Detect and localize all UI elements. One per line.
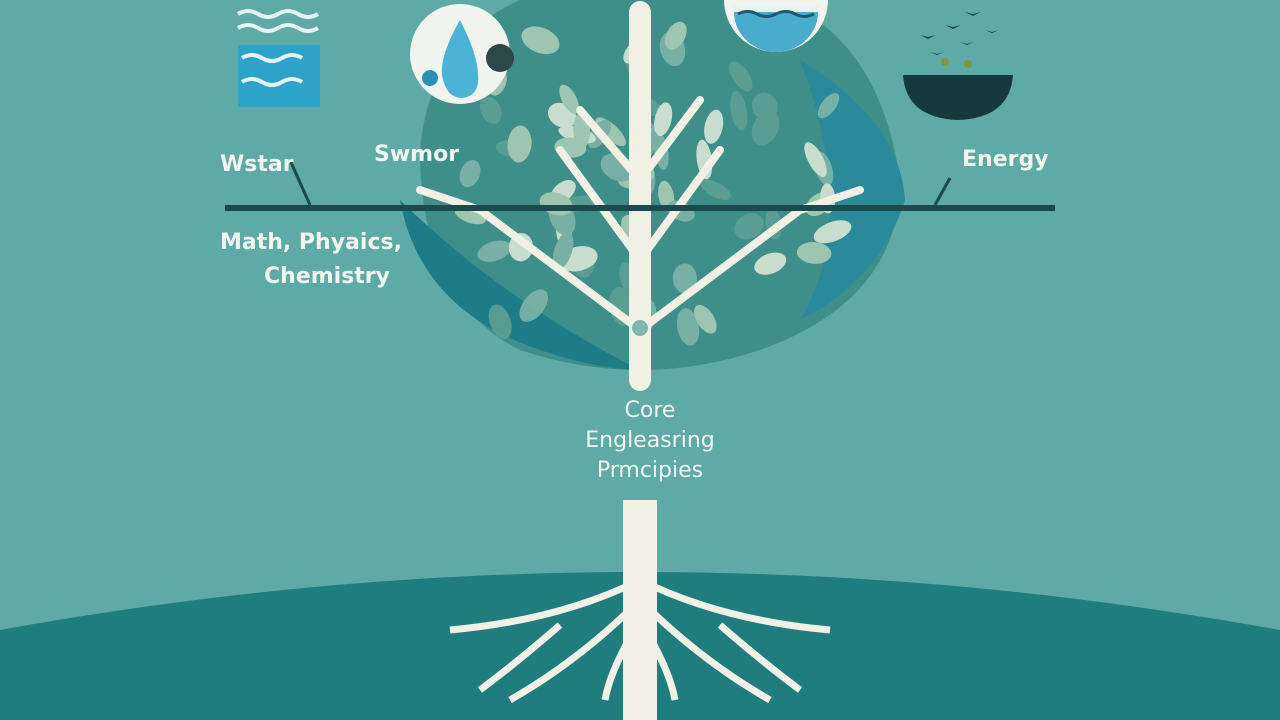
- leaf: [817, 93, 840, 119]
- leaf: [459, 160, 481, 188]
- horizontal-line: [225, 159, 1055, 211]
- leaf: [804, 142, 827, 178]
- leaf: [664, 21, 687, 50]
- label-swmor: Swmor: [374, 142, 460, 167]
- core-principles-label: Core Engleasring Prmcipies: [540, 396, 760, 486]
- leaf: [694, 304, 717, 334]
- leaf: [479, 96, 502, 124]
- leaf: [754, 252, 787, 275]
- core-line-1: Core: [624, 398, 676, 423]
- leaf: [672, 263, 697, 294]
- leaf: [559, 84, 580, 115]
- water-drop-gear-icon: [410, 4, 514, 104]
- leaf: [700, 179, 731, 201]
- leaf: [796, 242, 832, 264]
- label-chemistry: Chemistry: [264, 264, 390, 289]
- label-energy: Energy: [962, 147, 1049, 172]
- leaf: [507, 125, 532, 163]
- trunk-knot: [632, 320, 648, 336]
- leaf: [488, 304, 512, 339]
- roots: [449, 500, 831, 720]
- core-line-3: Prmcipies: [596, 458, 704, 483]
- label-water: Wstar: [220, 152, 294, 177]
- leaf: [734, 213, 764, 240]
- leaf: [813, 220, 852, 244]
- leaf: [676, 308, 700, 346]
- water-waves-icon: [236, 9, 320, 107]
- leaf: [519, 289, 548, 322]
- leaf: [552, 231, 574, 270]
- leaf: [477, 240, 511, 262]
- birds-bowl-icon: [903, 12, 1013, 120]
- label-math-physics: Math, Phyaics,: [220, 230, 402, 255]
- leaf: [521, 26, 560, 55]
- leaf: [730, 90, 748, 131]
- leaf: [729, 61, 753, 92]
- water-bowl-icon: [724, 0, 828, 52]
- leaf: [654, 102, 673, 137]
- leaf: [751, 110, 780, 146]
- leaf: [704, 109, 724, 144]
- core-line-2: Engleasring: [585, 428, 715, 453]
